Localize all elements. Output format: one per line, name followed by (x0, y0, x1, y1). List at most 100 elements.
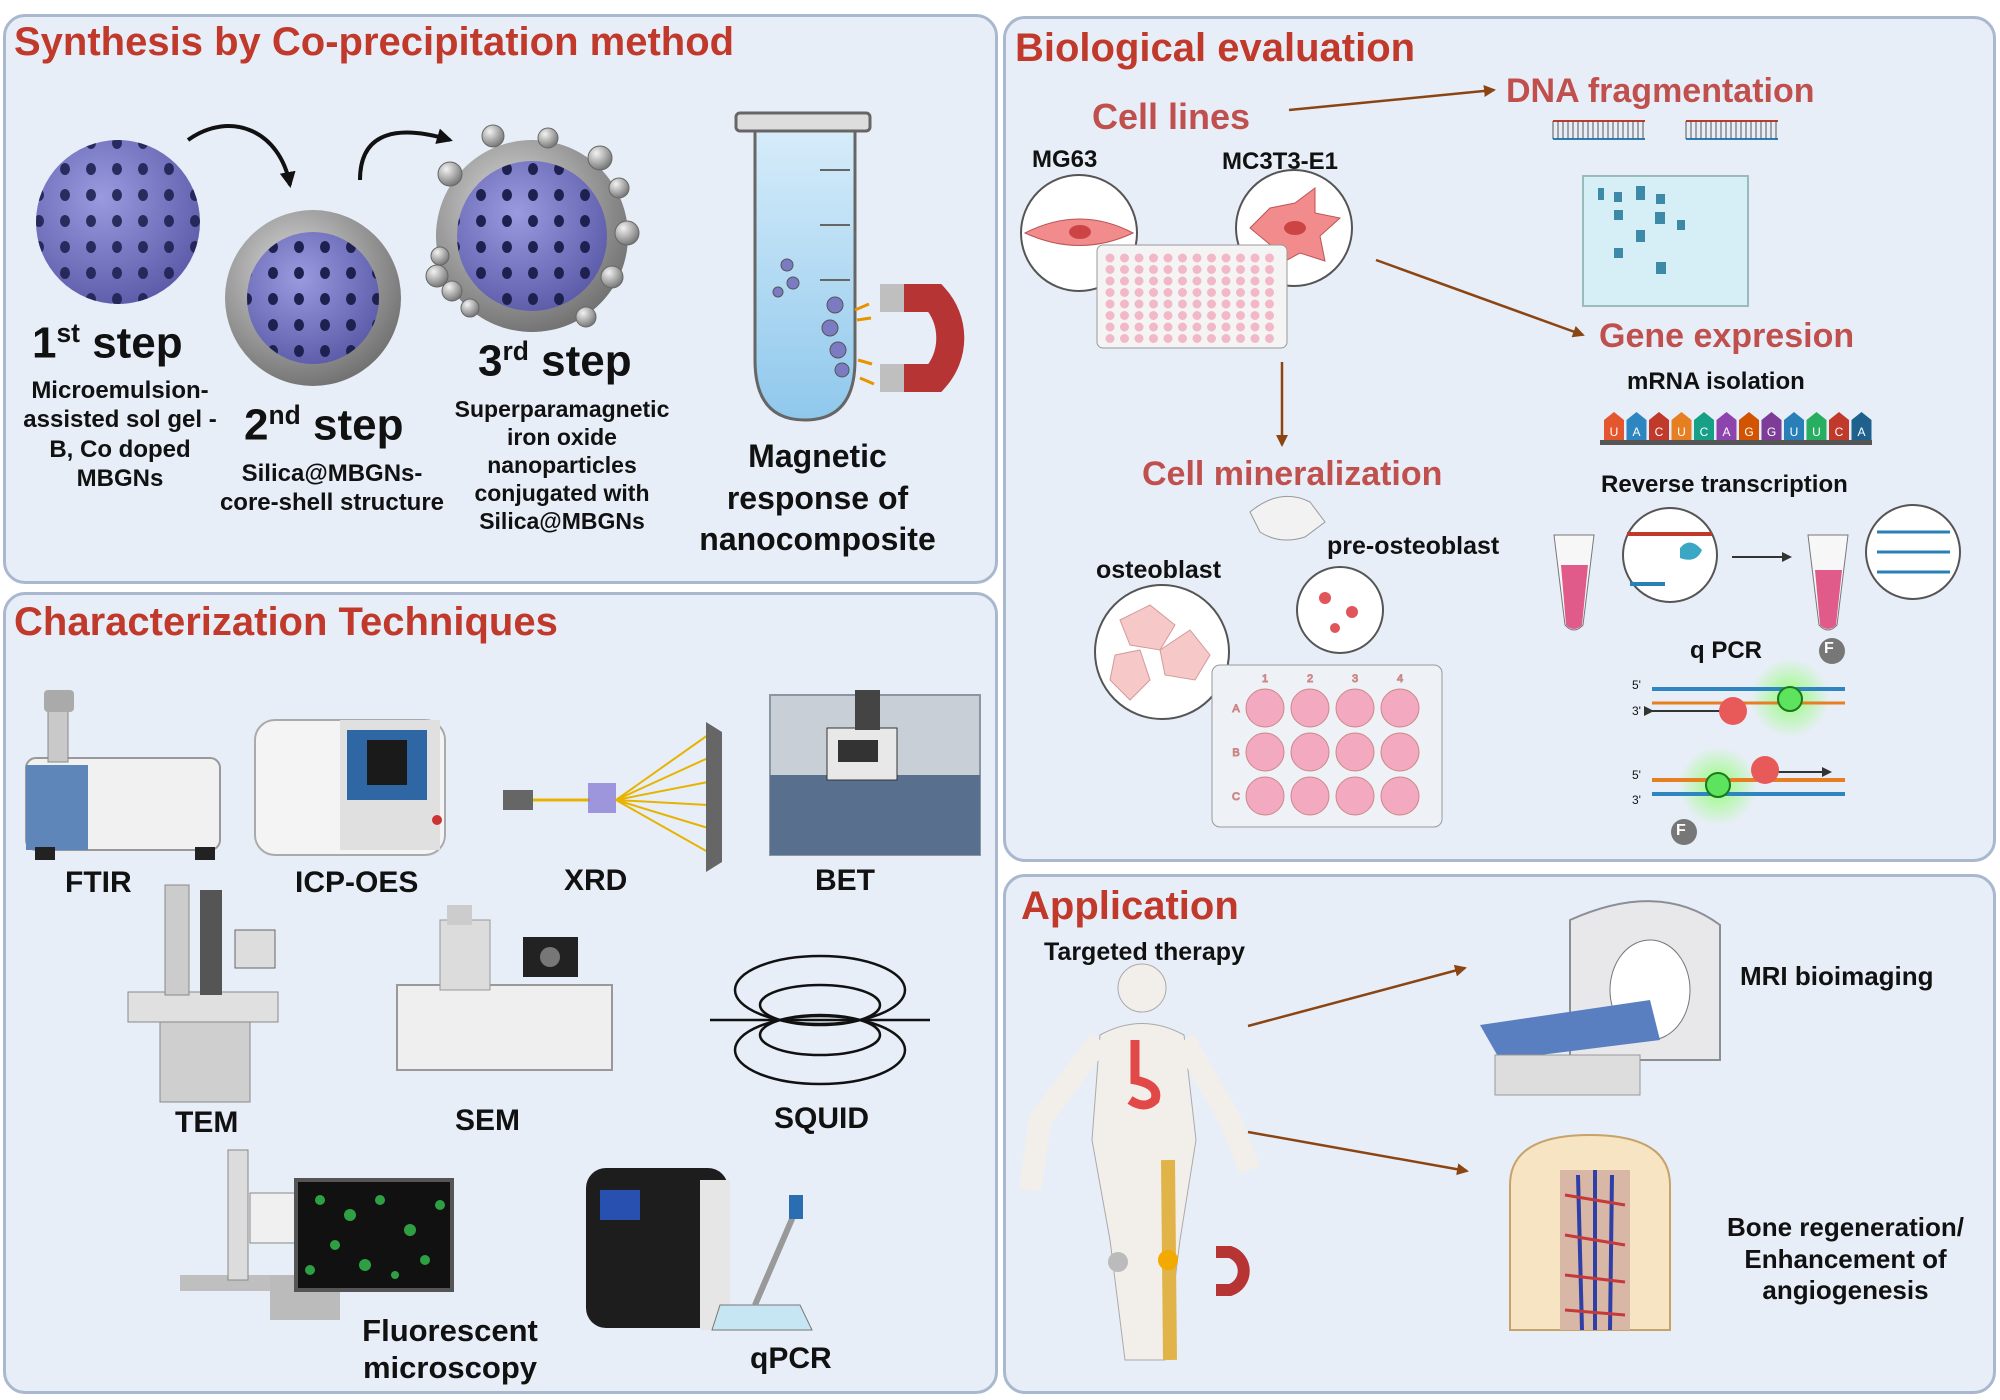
well (1265, 288, 1274, 297)
well (1250, 253, 1260, 263)
well (1265, 334, 1274, 343)
well (1149, 276, 1158, 286)
rna-base-letter: U (1812, 425, 1821, 439)
rna-base-letter: G (1744, 425, 1753, 439)
well (1149, 265, 1158, 274)
step2-num: 2 (244, 400, 269, 450)
step1-description: Microemulsion- assisted sol gel - B, Co … (14, 376, 226, 493)
well (1265, 322, 1274, 332)
rna-base-letter: A (1722, 425, 1730, 439)
magnetic-response-label: Magnetic response of nanocomposite (680, 436, 955, 561)
mri-bioimaging-label: MRI bioimaging (1740, 961, 1934, 991)
qpcr-diagram-icon (1644, 638, 1845, 845)
rna-base (1739, 412, 1759, 440)
well (1236, 265, 1245, 274)
rna-base (1806, 412, 1827, 440)
targeted-therapy-label: Targeted therapy (1044, 938, 1245, 966)
well (1192, 276, 1202, 286)
well (1265, 299, 1274, 309)
well (1245, 776, 1285, 816)
prime5-bottom: 5' (1632, 768, 1641, 782)
well (1221, 265, 1231, 274)
well (1149, 311, 1158, 320)
fluor-marker-top: F (1824, 640, 1834, 657)
step1-desc-line: Microemulsion- (31, 377, 209, 404)
well (1120, 253, 1129, 263)
icp-oes-instrument-icon (254, 719, 446, 856)
bone-vessels-icon (1509, 1133, 1671, 1331)
well (1163, 299, 1173, 309)
well (1105, 311, 1115, 320)
bet-label: BET (815, 864, 875, 897)
magnetic-line: Magnetic (748, 438, 887, 474)
well (1120, 322, 1129, 332)
well (1250, 276, 1260, 286)
well (1380, 732, 1420, 772)
pre-osteoblast-cells-icon (1249, 495, 1384, 654)
well (1221, 311, 1231, 320)
well (1163, 322, 1173, 332)
synthesis-title: Synthesis by Co-precipitation method (14, 20, 735, 64)
characterization-title: Characterization Techniques (14, 600, 558, 644)
mbgn-sphere-icon (36, 140, 200, 304)
well (1250, 311, 1260, 320)
well (1120, 311, 1129, 320)
well (1192, 288, 1202, 297)
reverse-transcription-icon (1553, 504, 1961, 631)
well (1134, 299, 1144, 309)
reverse-transcription-label: Reverse transcription (1601, 471, 1848, 498)
well (1149, 322, 1158, 332)
bone-line: angiogenesis (1762, 1275, 1929, 1306)
well (1221, 334, 1231, 343)
well (1178, 253, 1187, 263)
rna-base (1851, 412, 1872, 440)
rna-base (1784, 412, 1804, 440)
well (1265, 265, 1274, 274)
well (1207, 253, 1216, 263)
well (1245, 732, 1285, 772)
tem-label: TEM (175, 1106, 239, 1139)
step2-description: Silica@MBGNs- core-shell structure (212, 459, 452, 518)
well (1380, 688, 1420, 728)
well (1335, 776, 1375, 816)
step3-desc-line: conjugated with (474, 480, 650, 507)
well (1236, 322, 1245, 332)
fluor-line: Fluorescent (362, 1313, 538, 1348)
well (1178, 265, 1187, 274)
well (1120, 299, 1129, 309)
therapy-to-mri-arrow (1247, 964, 1467, 1028)
well-col-label: 4 (1397, 673, 1403, 685)
magnetic-line: nanocomposite (699, 521, 936, 558)
step3-description: Superparamagnetic iron oxide nanoparticl… (442, 395, 682, 535)
well (1207, 299, 1216, 309)
well (1207, 311, 1216, 320)
well (1265, 311, 1274, 320)
biological-title: Biological evaluation (1015, 26, 1416, 70)
prime3-bottom: 3' (1632, 793, 1641, 807)
well (1236, 299, 1245, 309)
well (1207, 276, 1216, 286)
well (1192, 265, 1202, 274)
step2-desc-line: core-shell structure (219, 489, 445, 517)
step1-to-step2-arrow (186, 124, 296, 188)
rna-base-letter: G (1767, 425, 1776, 439)
well (1250, 299, 1260, 309)
well (1120, 265, 1129, 274)
magnetic-tube-icon (734, 111, 872, 422)
bone-line: Bone regeneration/ (1727, 1212, 1964, 1242)
well (1163, 288, 1173, 297)
step3-sup: rd (502, 336, 529, 366)
well (1134, 322, 1144, 332)
prime5-top: 5' (1632, 678, 1641, 692)
well (1192, 253, 1202, 263)
rna-base (1649, 412, 1669, 440)
well (1163, 253, 1173, 263)
well (1105, 265, 1115, 274)
mc3t3-label: MC3T3-E1 (1222, 148, 1339, 175)
rna-base (1761, 412, 1782, 440)
well (1178, 288, 1187, 297)
step3-num: 3 (478, 336, 503, 386)
qpcr-step-label: q PCR (1690, 637, 1762, 664)
rna-base-letter: A (1857, 425, 1865, 439)
